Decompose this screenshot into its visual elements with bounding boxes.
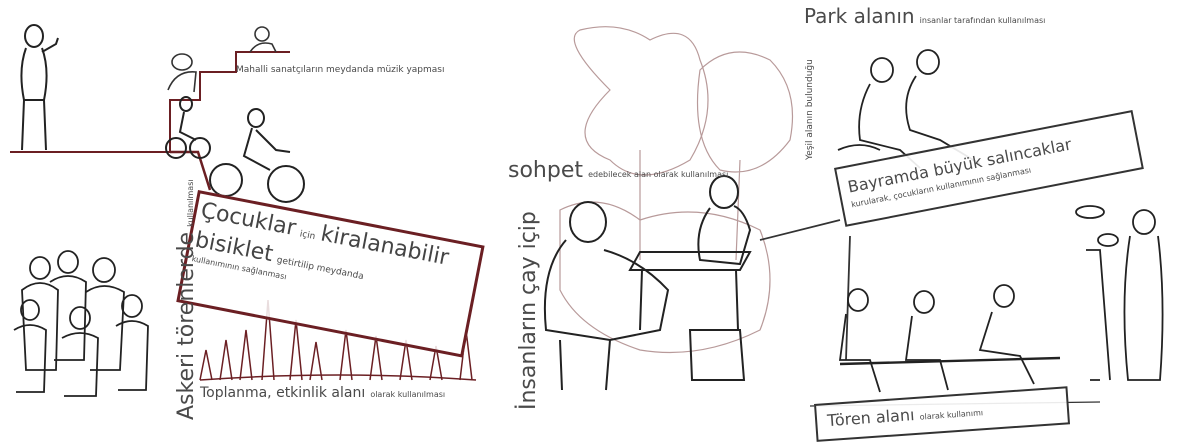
bench-figures <box>840 285 1060 392</box>
bring-text: getirtilip meydanda <box>276 255 365 282</box>
kids-small-word: için <box>299 229 316 242</box>
sohpet-label: sohpet edebilecek alan olarak kullanılma… <box>508 160 728 182</box>
green-label: Yeşil alanın bulunduğu <box>806 59 815 160</box>
gathering-label: Toplanma, etkinlik alanı olarak kullanıl… <box>200 384 445 400</box>
park-label: Park alanın insanlar tarafından kullanıl… <box>804 6 1045 26</box>
music-label: Mahalli sanatçıların meydanda müzik yapm… <box>236 66 445 75</box>
tea-drinkers <box>545 176 750 390</box>
singer-figure <box>21 25 58 150</box>
military-label: Askeri törenlerde kullanılması <box>176 179 198 420</box>
crowd-figures <box>14 251 148 396</box>
tree-sketches <box>560 27 793 353</box>
right-figures <box>1076 206 1163 380</box>
swing-connector <box>760 220 850 360</box>
tea-label: İnsanların çay içip <box>518 211 540 410</box>
musician-figures <box>168 27 276 92</box>
